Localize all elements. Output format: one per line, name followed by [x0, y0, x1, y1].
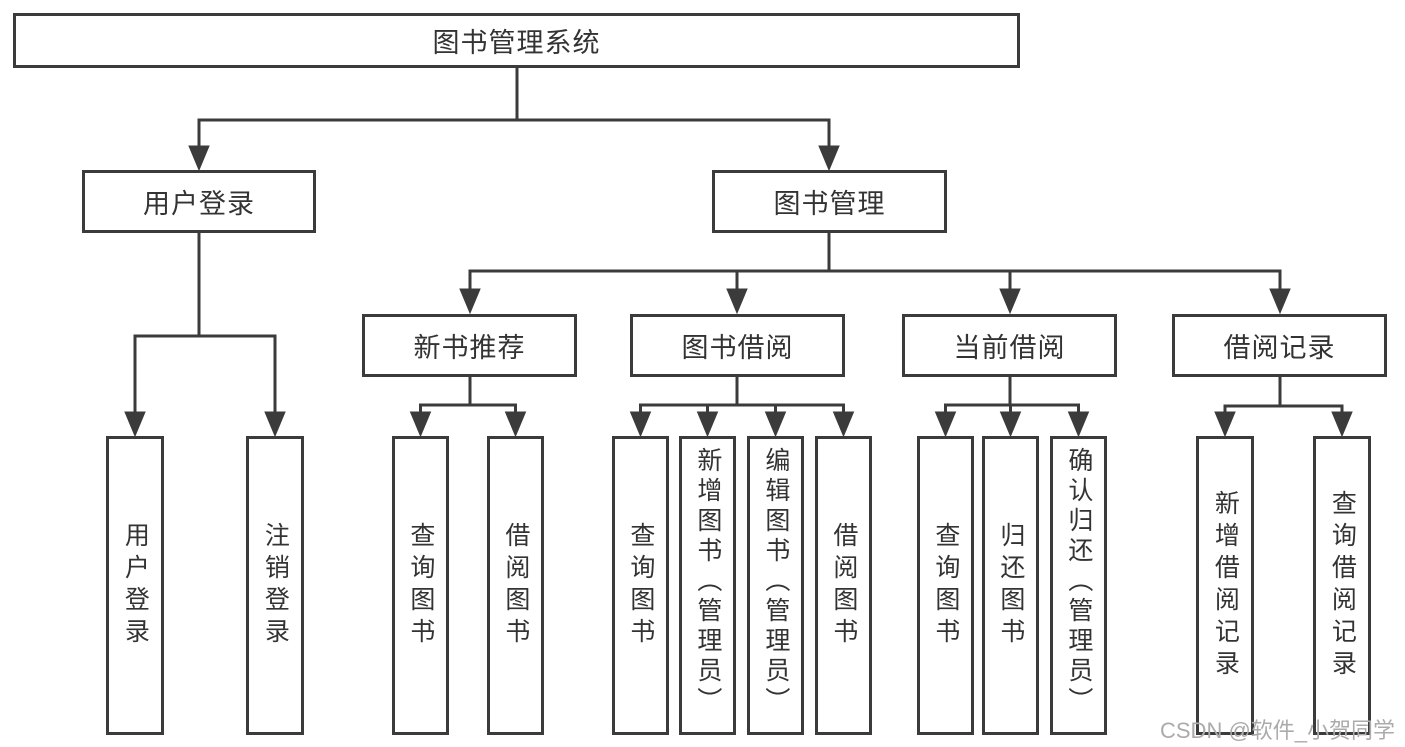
arrow-head	[1214, 411, 1236, 438]
leaf-query-books: 查询图书	[612, 436, 669, 735]
node-label: 借阅图书	[501, 521, 530, 650]
node-label: 新书推荐	[413, 333, 526, 363]
connector-book-mgmt-branch	[459, 233, 1291, 315]
arrow-head	[934, 411, 957, 438]
node-label: 图书管理系统	[432, 28, 601, 58]
node-label: 新增借阅记录	[1211, 489, 1240, 682]
arrow-head	[459, 288, 481, 315]
leaf-add-borrow-record: 新增借阅记录	[1196, 436, 1254, 735]
arrow-head	[999, 411, 1022, 438]
node-label: 归还图书	[996, 521, 1025, 650]
leaf-return-books: 归还图书	[982, 436, 1039, 735]
node-label: 新增图书（管理员）	[693, 447, 722, 717]
csdn-watermark: CSDN @软件_小贺同学	[1160, 718, 1396, 743]
leaf-logout: 注销登录	[246, 436, 304, 735]
arrow-head	[818, 145, 840, 172]
leaf-borrow-books: 借阅图书	[487, 436, 544, 735]
arrow-head	[629, 411, 652, 438]
node-label: 当前借阅	[953, 333, 1066, 363]
arrow-head	[504, 411, 527, 438]
arrow-head	[999, 288, 1021, 315]
node-label: 借阅图书	[829, 521, 858, 650]
leaf-query-books: 查询图书	[392, 436, 449, 735]
leaf-borrow-books: 借阅图书	[815, 436, 872, 735]
leaf-edit-books-admin: 编辑图书（管理员）	[747, 436, 804, 735]
node-label: 查询图书	[931, 521, 960, 650]
node-label: 图书借阅	[681, 333, 794, 363]
connector-user-login-branch	[124, 233, 286, 438]
node-label: 编辑图书（管理员）	[761, 447, 790, 717]
node-label: 用户登录	[143, 189, 255, 219]
node-new-book-recommend: 新书推荐	[362, 314, 577, 377]
arrow-head	[188, 145, 210, 172]
arrow-head	[696, 411, 719, 438]
node-label: 查询图书	[406, 521, 435, 650]
leaf-confirm-return-admin: 确认归还（管理员）	[1050, 436, 1107, 735]
arrow-head	[264, 411, 286, 438]
node-borrow-records: 借阅记录	[1172, 314, 1387, 377]
leaf-user-login: 用户登录	[106, 436, 164, 735]
arrow-head	[764, 411, 787, 438]
connector-borrow-records-branch	[1214, 377, 1353, 438]
arrow-head	[1331, 411, 1353, 438]
node-label: 图书管理	[773, 189, 886, 219]
node-label: 用户登录	[121, 521, 150, 650]
node-current-borrow: 当前借阅	[902, 314, 1117, 377]
arrow-head	[726, 288, 748, 315]
arrow-head	[409, 411, 432, 438]
node-root-system: 图书管理系统	[13, 13, 1020, 68]
node-label: 查询借阅记录	[1328, 489, 1357, 682]
leaf-add-books-admin: 新增图书（管理员）	[679, 436, 736, 735]
connector-new-books-branch	[409, 377, 527, 438]
connector-current-borrow-branch	[934, 377, 1090, 438]
node-book-management: 图书管理	[712, 170, 947, 233]
connector-root-branch	[188, 68, 840, 172]
node-book-borrow: 图书借阅	[630, 314, 845, 377]
arrow-head	[1067, 411, 1090, 438]
arrow-head	[1269, 288, 1291, 315]
node-label: 借阅记录	[1223, 333, 1336, 363]
arrow-head	[124, 411, 146, 438]
connector-book-borrow-branch	[629, 377, 855, 438]
leaf-query-books: 查询图书	[917, 436, 974, 735]
arrow-head	[832, 411, 855, 438]
node-user-login: 用户登录	[82, 170, 316, 233]
leaf-query-borrow-record: 查询借阅记录	[1313, 436, 1371, 735]
node-label: 查询图书	[626, 521, 655, 650]
node-label: 确认归还（管理员）	[1064, 447, 1093, 717]
node-label: 注销登录	[261, 521, 290, 650]
